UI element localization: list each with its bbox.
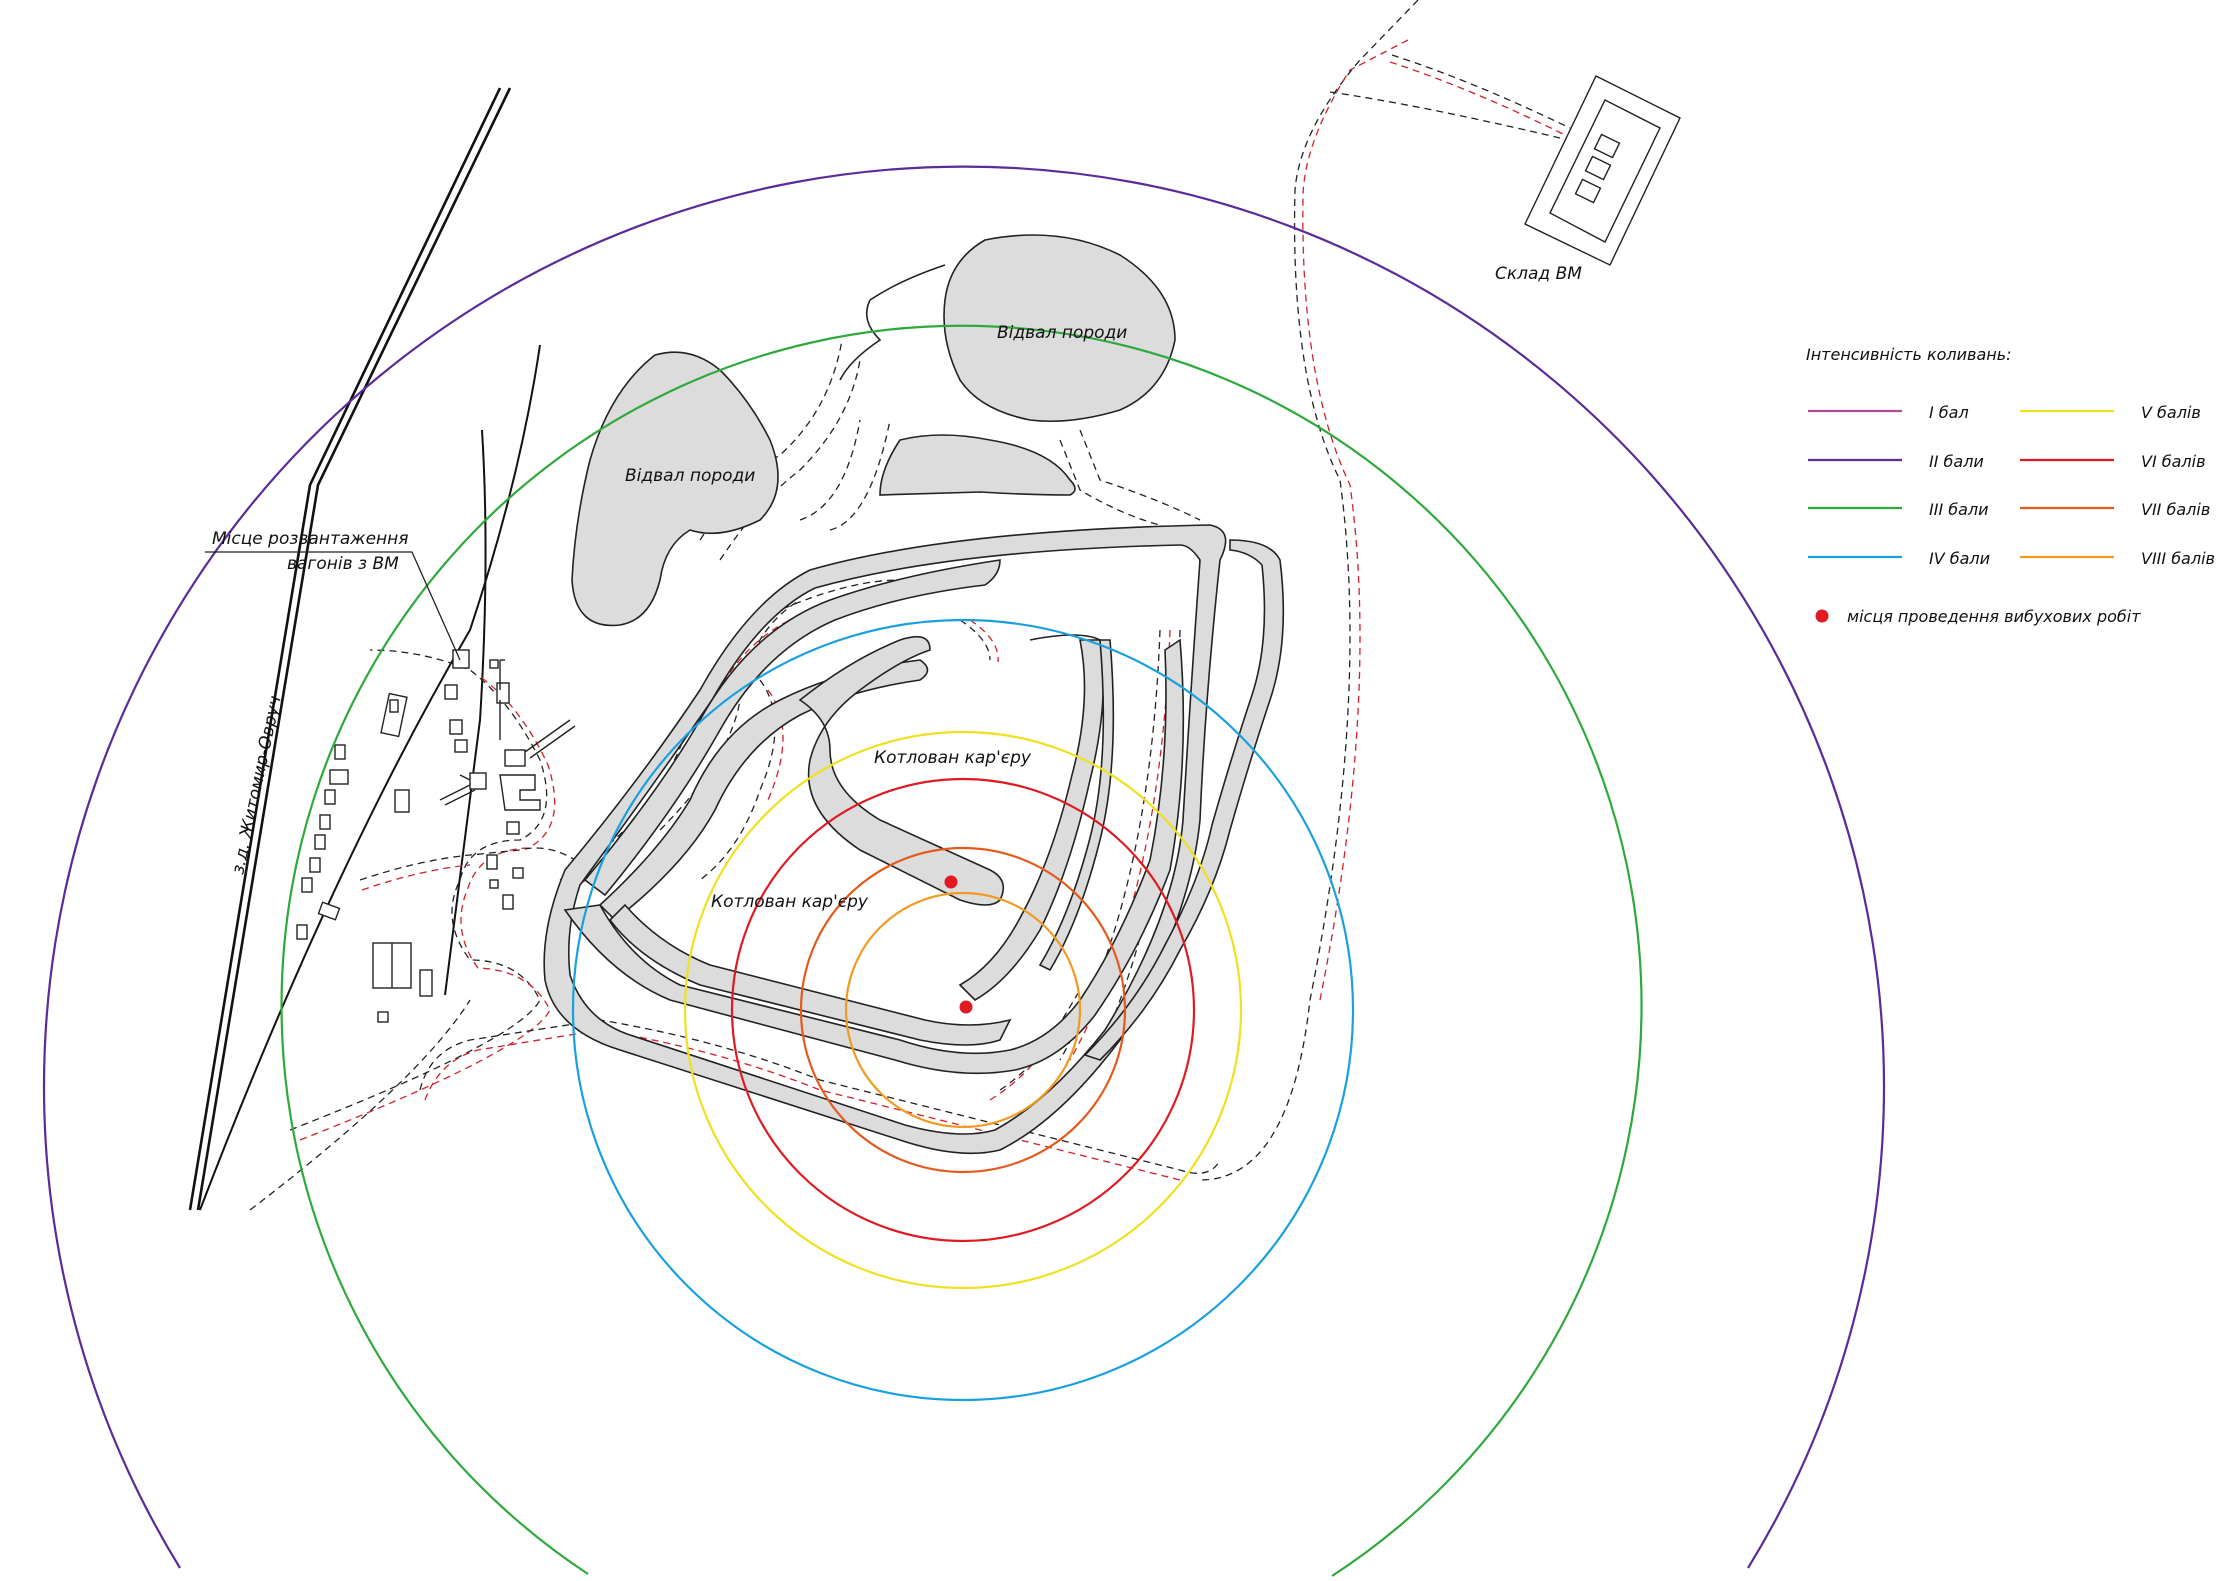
legend-label-vi: VI балів (2141, 452, 2206, 471)
waste-dumps (571, 234, 1176, 627)
zone-iv-circle (571, 618, 1355, 1402)
legend-label-iv: IV бали (1929, 549, 1990, 568)
unloading-leader-line (205, 551, 461, 661)
unloading-label-line2: вагонів з ВМ (287, 554, 399, 574)
unloading-label-line1: Місце розвантаження (212, 529, 409, 549)
blast-point-2 (959, 1000, 973, 1014)
legend-label-v: V балів (2141, 403, 2201, 422)
legend-title: Інтенсивність коливань: (1806, 345, 2012, 364)
legend-label-vii: VII балів (2141, 500, 2210, 519)
dump-label-2: Відвал породи (997, 323, 1127, 343)
zone-iii-circle (280, 324, 1643, 1577)
pit-label-2: Котлован кар'єру (711, 892, 869, 912)
zone-vii-circle (799, 846, 1127, 1174)
quarry-pit-benches (543, 524, 1285, 1155)
legend-label-viii: VIII балів (2141, 549, 2215, 568)
legend-blast-label: місця проведення вибухових робіт (1847, 607, 2141, 626)
legend-label-iii: III бали (1929, 500, 1989, 519)
zone-vi-circle (730, 777, 1196, 1243)
zone-ii-circle (42, 165, 1886, 1569)
blast-points (944, 875, 973, 1014)
legend-label-ii: II бали (1929, 452, 1984, 471)
infrastructure-buildings (296, 649, 576, 1023)
explosives-warehouse (1524, 75, 1681, 266)
blast-point-1 (944, 875, 958, 889)
dump-label-1: Відвал породи (625, 466, 755, 486)
railway (188, 87, 541, 1211)
pit-label-1: Котлован кар'єру (874, 748, 1032, 768)
crusher-plant (439, 659, 576, 811)
zone-viii-circle (844, 891, 1082, 1129)
vibration-zones (42, 165, 1886, 1577)
legend-blast-dot (1815, 609, 1829, 623)
legend: Інтенсивність коливань: I бал II бали II… (1806, 345, 2215, 626)
legend-label-i: I бал (1929, 403, 1969, 422)
zone-v-circle (683, 730, 1243, 1290)
warehouse-label: Склад ВМ (1495, 264, 1582, 284)
